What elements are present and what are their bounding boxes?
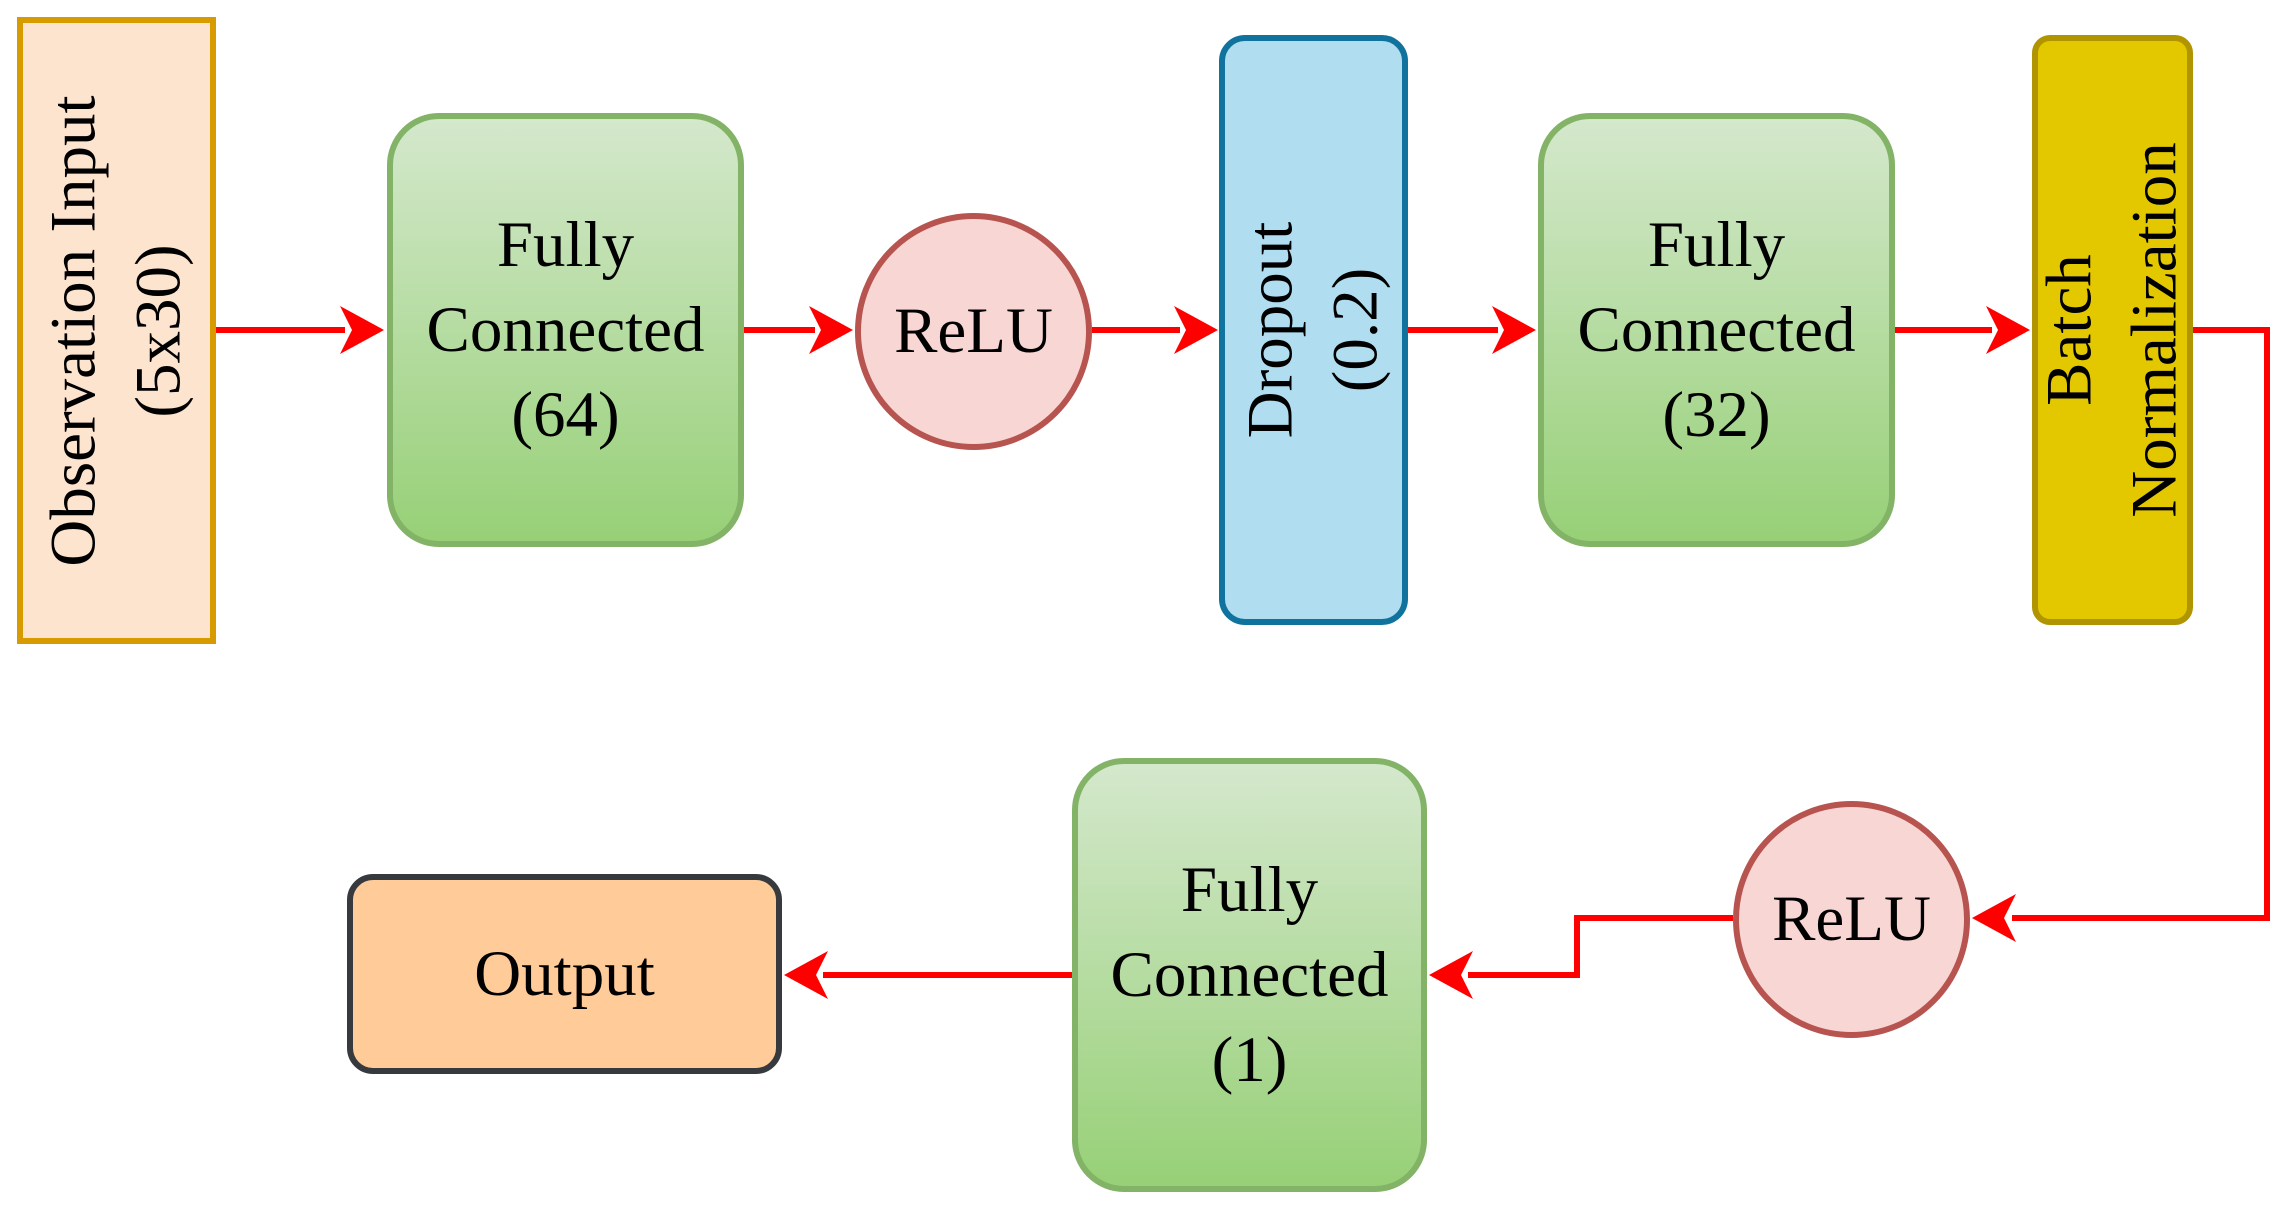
- batchnorm-label-line2: Normalization: [2118, 142, 2191, 518]
- dropout-label-line1: Dropout: [1234, 221, 1307, 439]
- fc32-label-line1: Fully: [1647, 208, 1786, 281]
- fc1-label-line2: Connected: [1110, 938, 1389, 1011]
- arrow-fc64-to-relu1: [744, 306, 853, 354]
- input-label-line2: (5x30): [122, 243, 195, 418]
- dropout-node: Dropout (0.2): [1219, 35, 1408, 625]
- output-label: Output: [474, 937, 655, 1010]
- arrow-relu1-to-dropout: [1092, 306, 1218, 354]
- fc64-label-line2: Connected: [426, 293, 705, 366]
- output-node: Output: [347, 874, 782, 1074]
- relu-node-1: ReLU: [855, 213, 1092, 450]
- fully-connected-64-node: Fully Connected (64): [387, 113, 744, 547]
- arrow-relu2-to-fc1: [1429, 915, 1733, 999]
- fc1-label-line3: (1): [1211, 1023, 1288, 1096]
- fc64-label-line3: (64): [511, 378, 620, 451]
- fc1-label-line1: Fully: [1180, 853, 1319, 926]
- fc32-label-line3: (32): [1662, 378, 1771, 451]
- dropout-label-line2: (0.2): [1319, 267, 1392, 393]
- arrow-input-to-fc64: [216, 306, 384, 354]
- relu-node-2: ReLU: [1733, 801, 1970, 1038]
- arrow-fc1-to-output: [784, 951, 1072, 999]
- fully-connected-32-node: Fully Connected (32): [1538, 113, 1895, 547]
- relu1-label: ReLU: [894, 295, 1053, 367]
- batchnorm-label-line1: Batch: [2033, 254, 2106, 406]
- batch-normalization-node: Batch Normalization: [2032, 35, 2193, 625]
- observation-input-node: Observation Input (5x30): [17, 17, 216, 644]
- fc64-label-line1: Fully: [496, 208, 635, 281]
- arrow-dropout-to-fc32: [1408, 306, 1536, 354]
- arrow-fc32-to-batchnorm: [1895, 306, 2030, 354]
- relu2-label: ReLU: [1772, 883, 1931, 955]
- arrow-batchnorm-to-relu2: [1972, 327, 2270, 942]
- input-label-line1: Observation Input: [37, 94, 110, 567]
- fully-connected-1-node: Fully Connected (1): [1072, 758, 1427, 1192]
- fc32-label-line2: Connected: [1577, 293, 1856, 366]
